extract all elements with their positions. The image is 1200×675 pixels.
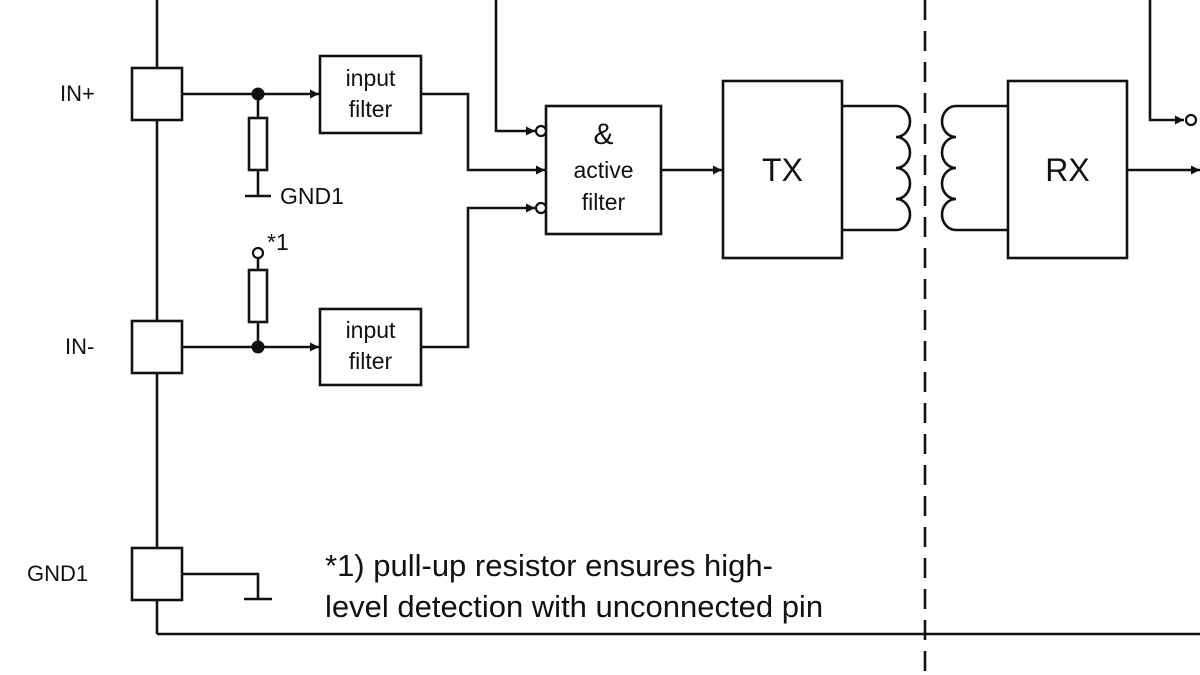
gnd1-pin-ground-symbol: [182, 572, 272, 601]
input-filter-top-line2: filter: [349, 96, 393, 122]
input-filter-bottom-line2: filter: [349, 348, 393, 374]
pin-gnd1: GND1: [27, 546, 184, 602]
pulldown-resistor: GND1: [245, 94, 344, 209]
right-side-input-wire: [1148, 0, 1198, 127]
transformer-primary-coil: [842, 104, 912, 232]
pin-in-minus: IN-: [65, 319, 184, 375]
pin-in-plus-label: IN+: [60, 81, 95, 106]
input-filter-bottom: input filter: [318, 307, 423, 387]
and-active-filter-gate: & active filter: [534, 104, 663, 236]
input-filter-bottom-line1: input: [346, 317, 396, 343]
left-bus: [155, 0, 1200, 636]
footnote: *1) pull-up resistor ensures high- level…: [325, 548, 823, 624]
pullup-marker: *1: [267, 229, 289, 255]
input-filter-top-line1: input: [346, 65, 396, 91]
pullup-resistor: *1: [247, 229, 289, 347]
in-minus-wire: [182, 340, 319, 354]
pin-in-minus-label: IN-: [65, 334, 94, 359]
input-filter-top: input filter: [318, 54, 423, 135]
rx-block: RX: [1006, 79, 1129, 260]
filter-to-gate-wires: [421, 0, 545, 349]
footnote-line2: level detection with unconnected pin: [325, 589, 823, 624]
rx-label: RX: [1045, 152, 1089, 188]
pin-in-plus: IN+: [60, 66, 184, 122]
transformer-secondary-coil: [940, 104, 1008, 232]
in-plus-wire: [182, 87, 319, 101]
and-gate-line1: active: [573, 157, 633, 183]
pin-gnd1-label: GND1: [27, 561, 88, 586]
and-gate-line2: filter: [582, 189, 626, 215]
tx-label: TX: [762, 152, 803, 188]
and-gate-symbol: &: [593, 118, 613, 151]
gnd1-ground-label: GND1: [280, 183, 344, 209]
footnote-line1: *1) pull-up resistor ensures high-: [325, 548, 773, 583]
tx-block: TX: [721, 79, 844, 260]
